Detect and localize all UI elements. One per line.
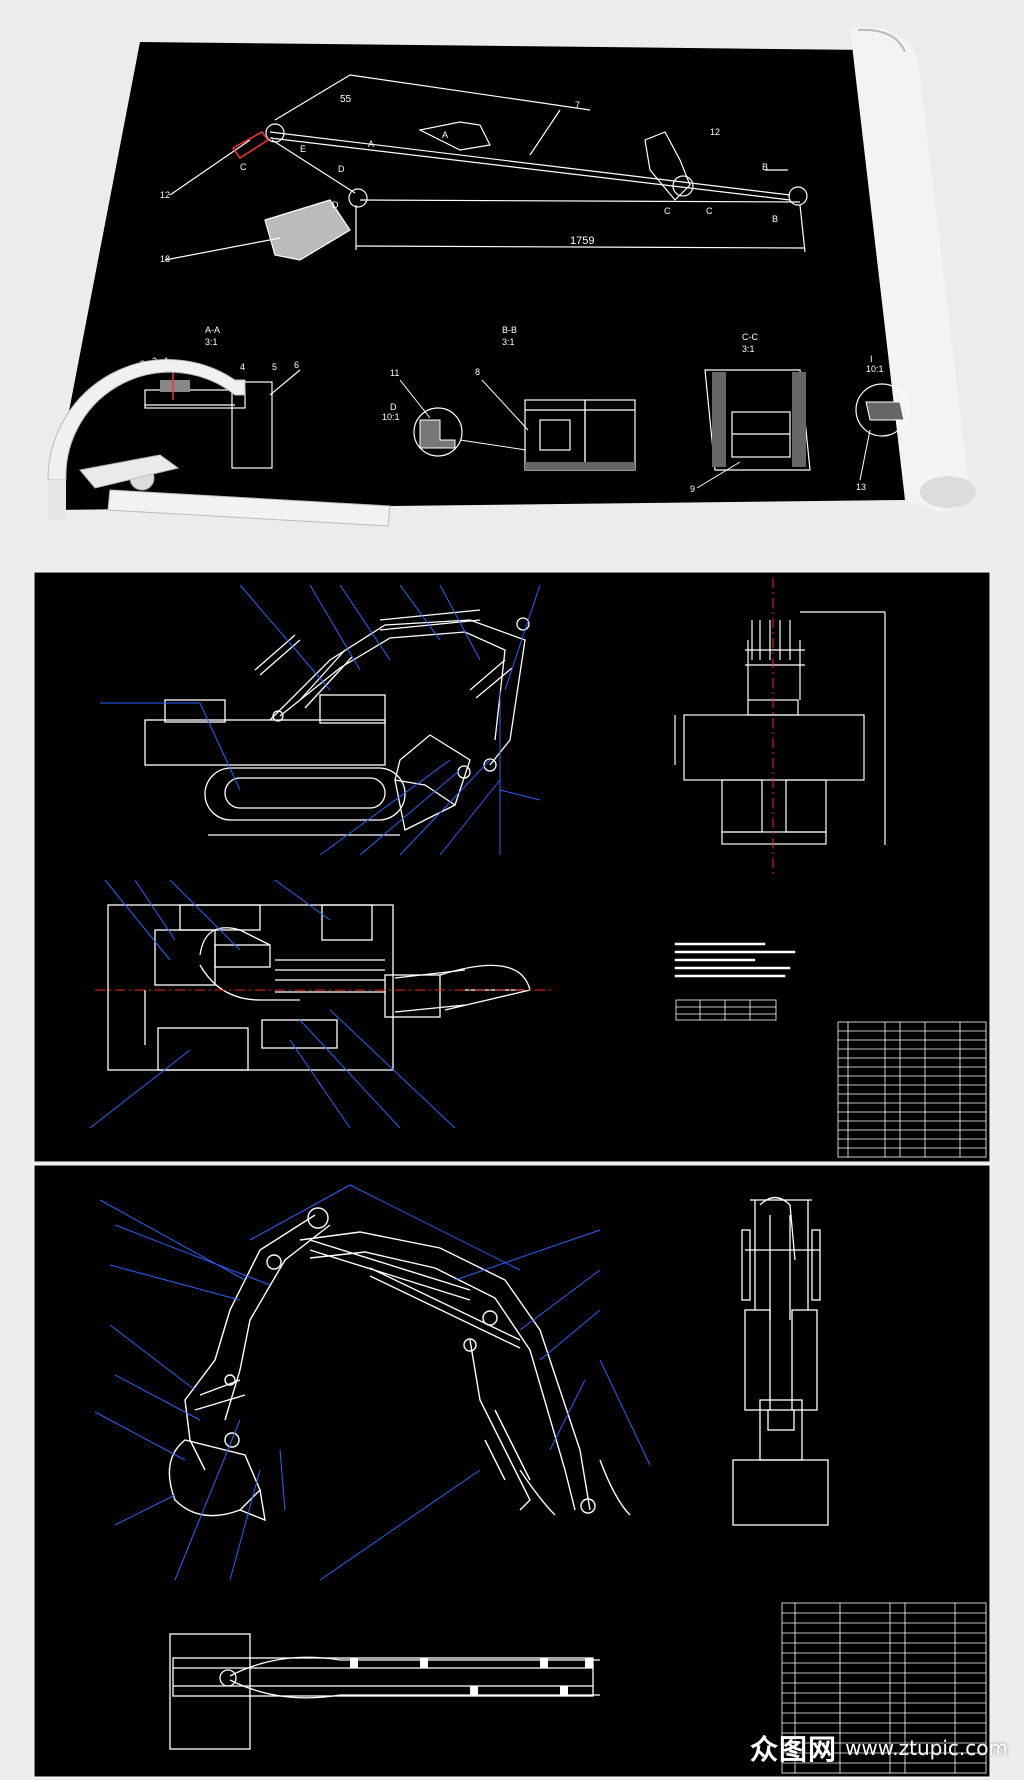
label-D2: D bbox=[332, 200, 339, 210]
watermark: 众图网 www.ztupic.com bbox=[750, 1728, 1008, 1768]
dim-top-text: 55 bbox=[340, 94, 352, 105]
sheet-2-excavator-assembly bbox=[33, 571, 991, 1163]
protractor-illustration bbox=[47, 359, 391, 527]
callout-13: 13 bbox=[856, 482, 866, 492]
label-B2: B bbox=[772, 214, 778, 224]
section-cc-title: C-C bbox=[742, 332, 758, 342]
section-i-title: I bbox=[870, 354, 873, 364]
label-A2: A bbox=[442, 130, 448, 140]
label-B1: B bbox=[762, 162, 768, 172]
callout-9: 9 bbox=[690, 484, 695, 494]
watermark-logo: 众图网 bbox=[750, 1733, 838, 1766]
section-bb-scale: 3:1 bbox=[502, 337, 515, 347]
callout-11: 11 bbox=[390, 368, 399, 378]
callout-8: 8 bbox=[475, 367, 480, 377]
section-i-scale: 10:1 bbox=[866, 364, 884, 374]
label-7: 7 bbox=[575, 100, 580, 110]
label-12a: 12 bbox=[710, 127, 720, 137]
label-E: E bbox=[300, 144, 306, 154]
section-aa-title: A-A bbox=[205, 325, 220, 335]
section-cc-scale: 3:1 bbox=[742, 344, 755, 354]
section-bb-title: B-B bbox=[502, 325, 517, 335]
callout-5: 5 bbox=[272, 362, 277, 372]
section-d-scale: 10:1 bbox=[382, 412, 400, 422]
watermark-url: www.ztupic.com bbox=[845, 1736, 1008, 1760]
sheet-3-working-device bbox=[33, 1164, 991, 1778]
label-A1: A bbox=[368, 139, 374, 149]
label-C1: C bbox=[664, 206, 671, 216]
label-18: 18 bbox=[160, 254, 170, 264]
sheet-1-perspective-drawing: 55 1759 7 12 12 18 A A B B C C D D E C A… bbox=[47, 27, 976, 527]
label-C3: C bbox=[240, 162, 247, 172]
section-aa-scale: 3:1 bbox=[205, 337, 218, 347]
label-D1: D bbox=[338, 164, 345, 174]
callout-4: 4 bbox=[240, 362, 245, 372]
callout-6: 6 bbox=[294, 360, 299, 370]
section-d-title: D bbox=[390, 402, 397, 412]
dim-long-text: 1759 bbox=[570, 235, 594, 247]
label-C2: C bbox=[706, 206, 713, 216]
label-12b: 12 bbox=[160, 190, 170, 200]
